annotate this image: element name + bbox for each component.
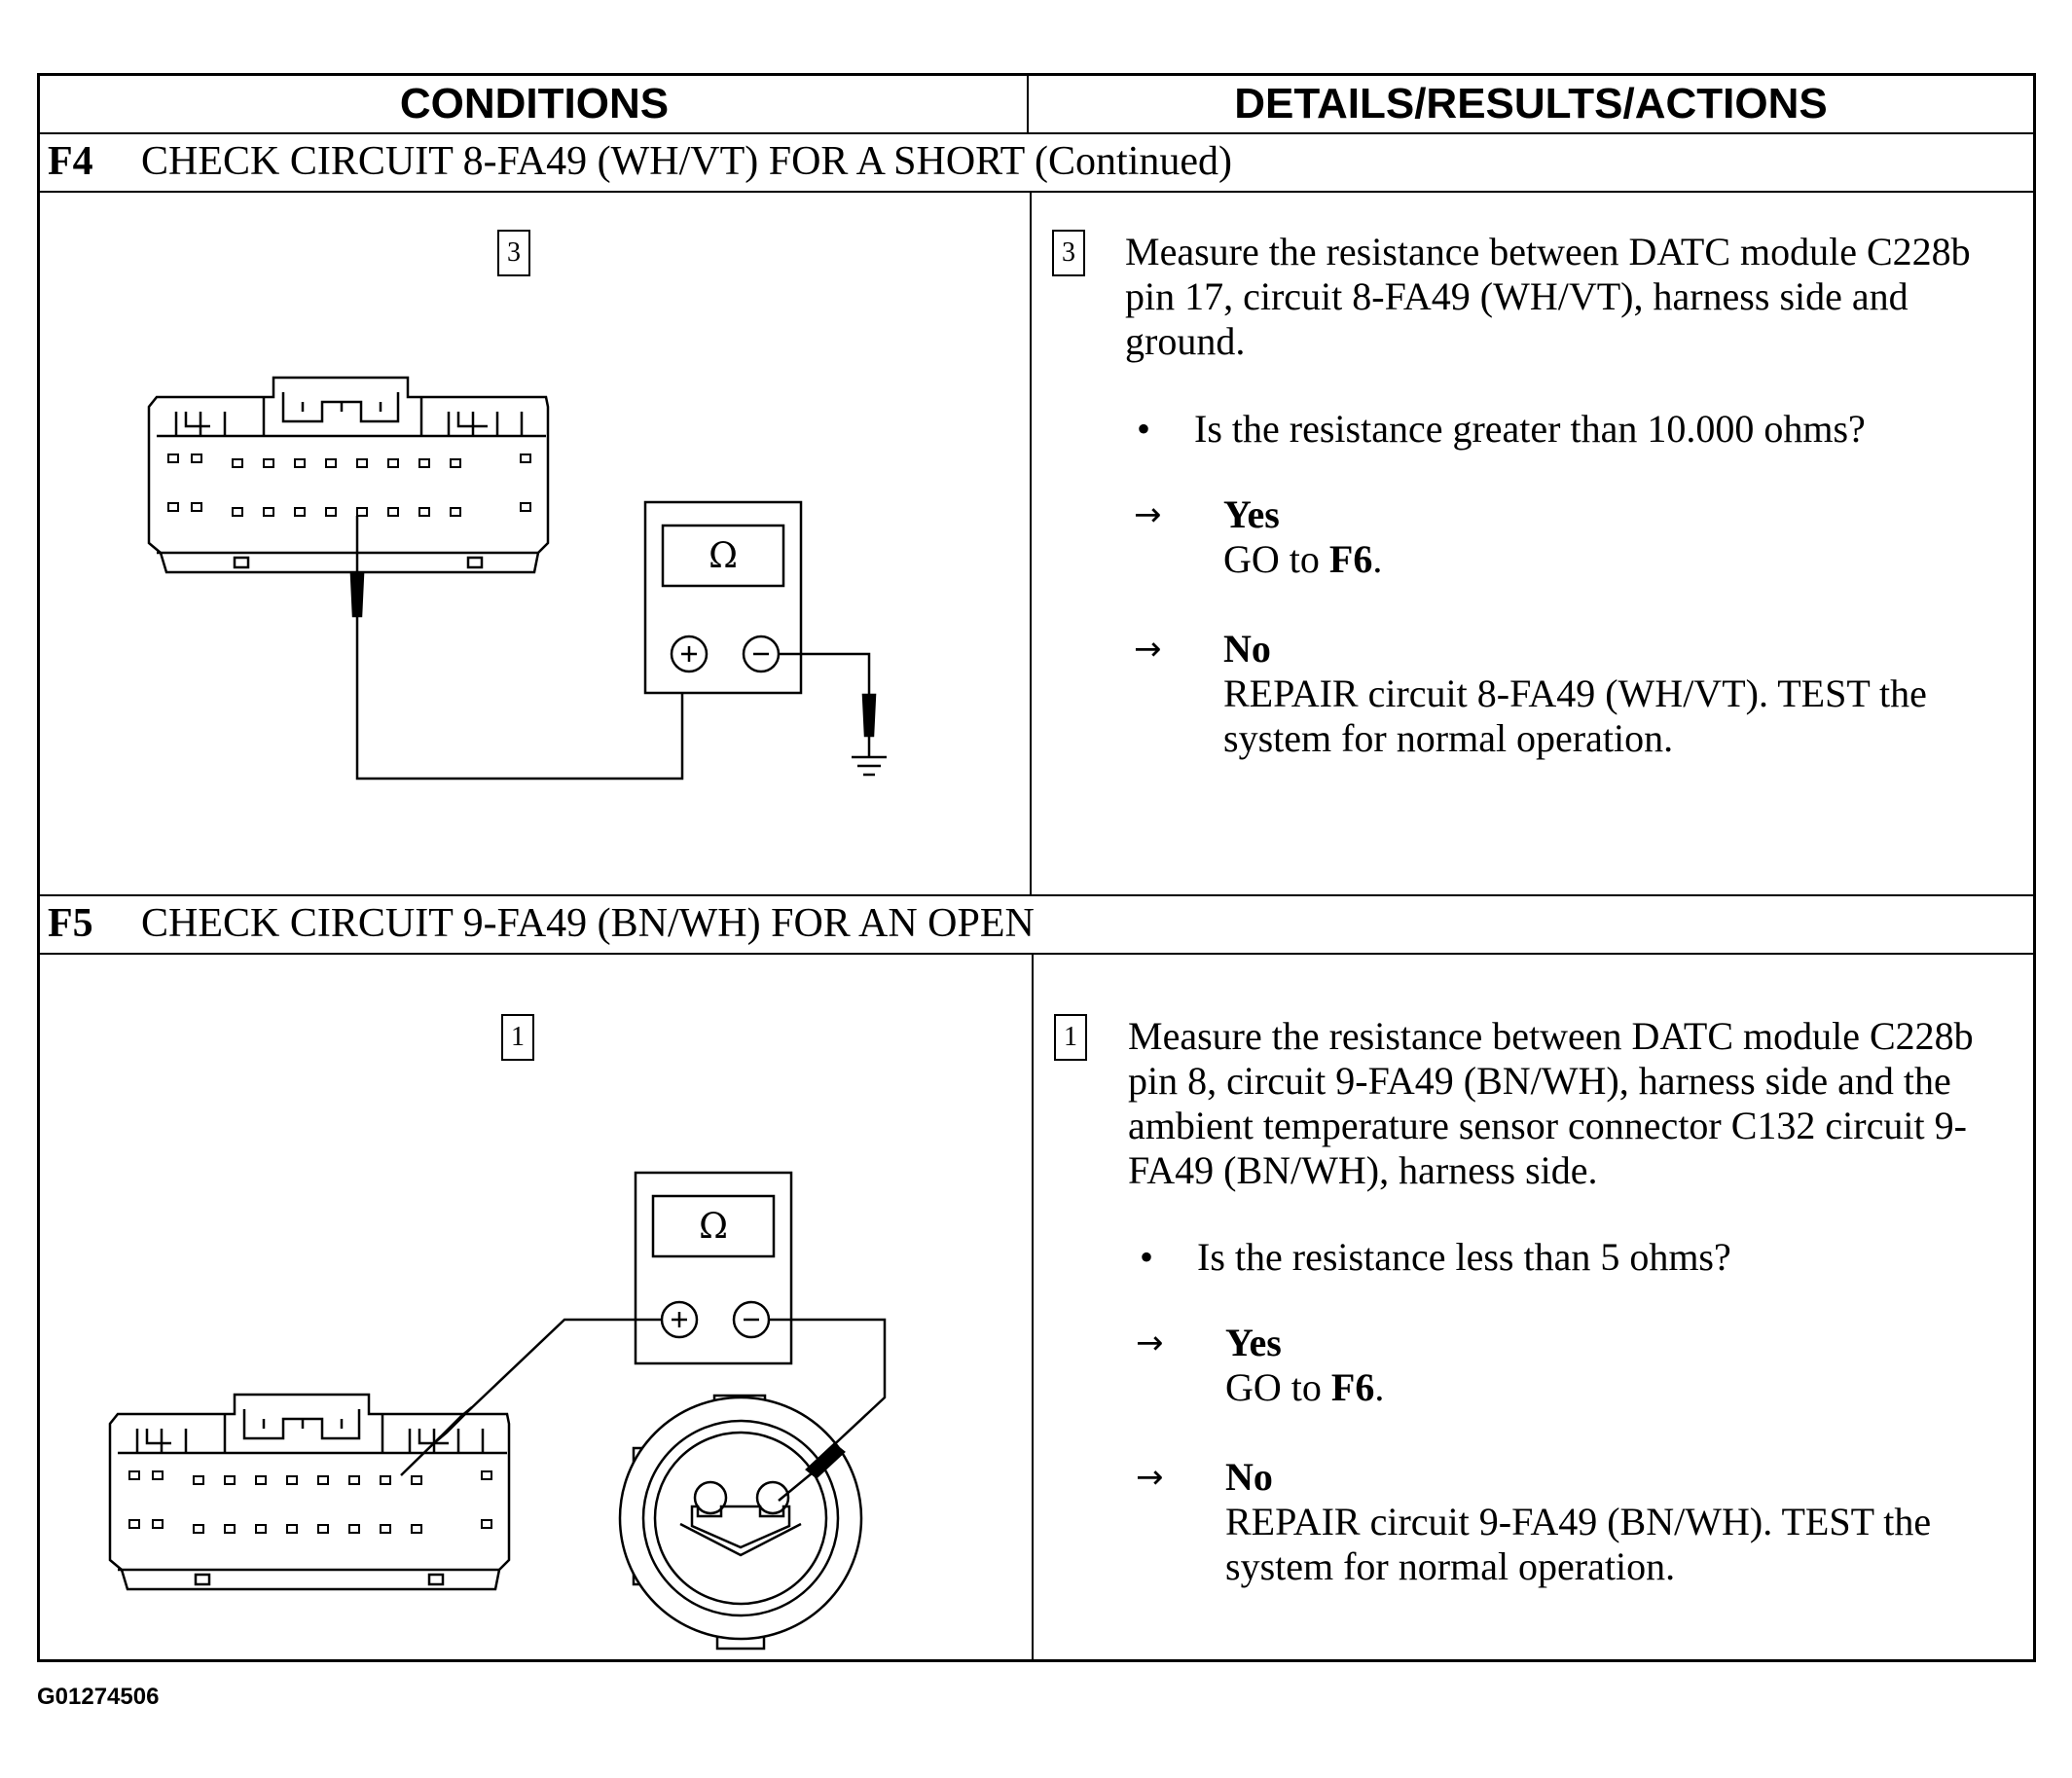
yes-action-suffix: . [1372,537,1383,581]
section-header-f4: F4 CHECK CIRCUIT 8-FA49 (WH/VT) FOR A SHO… [40,133,2033,190]
yes-action-target: F6 [1328,537,1373,581]
no-action: REPAIR circuit 8-FA49 (WH/VT). TEST the … [1223,671,1927,760]
step-marker: 3 [1052,230,1085,276]
section-id: F5 [48,901,93,946]
connector-pins-row-2 [128,1519,492,1534]
negative-test-lead [769,1318,887,1502]
arrow-icon: → [1134,495,1162,534]
yes-action-target: F6 [1330,1365,1375,1409]
section-title: CHECK CIRCUIT 8-FA49 (WH/VT) FOR A SHORT… [141,139,1233,184]
figure-code: G01274506 [37,1684,160,1710]
ohm-symbol: Ω [699,1207,728,1247]
yes-action-prefix: GO to [1223,537,1329,581]
ambient-temperature-sensor-connector [618,1394,863,1651]
datc-module-connector [108,1393,511,1591]
divider [1030,193,1032,894]
yes-label: Yes [1225,1321,1282,1364]
f4-yes-answer: Yes GO to F6. [1223,492,2002,582]
f5-yes-answer: Yes GO to F6. [1225,1321,2004,1410]
arrow-icon: → [1136,1458,1164,1497]
divider [40,132,2033,134]
divider [40,191,2033,193]
step-marker: 3 [497,230,530,276]
f5-no-answer: No REPAIR circuit 9-FA49 (BN/WH). TEST t… [1225,1455,2023,1589]
ohmmeter [643,500,803,695]
positive-test-lead [400,1318,662,1476]
no-action: REPAIR circuit 9-FA49 (BN/WH). TEST the … [1225,1500,1932,1588]
f5-instruction: Measure the resistance between DATC modu… [1128,1014,1974,1192]
details-column-header: DETAILS/RESULTS/ACTIONS [1234,80,1828,127]
yes-action-suffix: . [1374,1365,1385,1409]
connector-pins-row-1 [167,454,531,468]
section-header-f5: F5 CHECK CIRCUIT 9-FA49 (BN/WH) FOR AN OP… [40,895,2033,952]
step-marker: 1 [501,1014,534,1061]
divider [40,894,2033,896]
f5-wiring-diagram: Ω [108,1171,887,1651]
ground-test-lead [779,652,887,777]
arrow-icon: → [1134,630,1162,669]
connector-pins-row-1 [128,1470,492,1485]
f4-no-answer: No REPAIR circuit 8-FA49 (WH/VT). TEST t… [1223,627,2021,761]
no-label: No [1223,627,1271,671]
positive-test-lead [349,516,684,780]
yes-label: Yes [1223,492,1280,536]
connector-pins-row-2 [167,502,531,517]
datc-module-connector [147,376,550,574]
divider [40,953,2033,955]
f5-question: Is the resistance less than 5 ohms? [1197,1235,1731,1279]
yes-action-prefix: GO to [1225,1365,1331,1409]
section-id: F4 [48,139,93,184]
divider [1032,955,1034,1662]
f4-question: Is the resistance greater than 10.000 oh… [1194,407,1866,451]
bullet: • [1137,407,1151,451]
ohm-symbol: Ω [709,536,738,576]
bullet: • [1140,1235,1154,1279]
no-label: No [1225,1455,1273,1499]
conditions-column-header: CONDITIONS [399,80,670,127]
f4-instruction: Measure the resistance between DATC modu… [1125,230,1971,363]
step-marker: 1 [1054,1014,1087,1061]
ohmmeter [634,1171,793,1365]
f4-wiring-diagram: Ω [147,376,887,780]
divider [1027,76,1029,132]
arrow-icon: → [1136,1324,1164,1362]
section-title: CHECK CIRCUIT 9-FA49 (BN/WH) FOR AN OPEN [141,901,1035,946]
